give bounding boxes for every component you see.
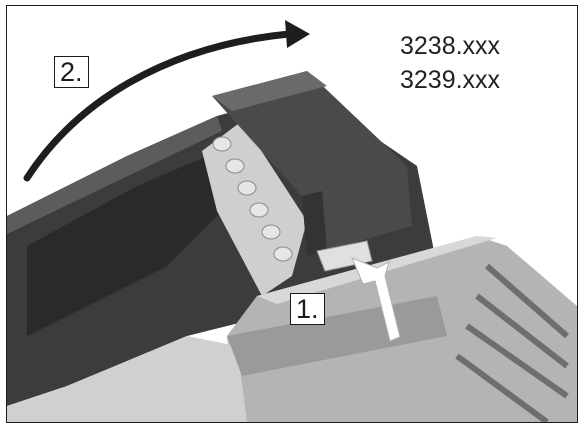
grille-slats [455, 263, 569, 422]
push-arrow [351, 257, 401, 342]
housing-rim [7, 116, 222, 234]
figure-frame: 2. 1. 3238.xxx 3239.xxx [6, 5, 578, 423]
plug-block [212, 71, 412, 256]
part-number-1: 3238.xxx [400, 32, 501, 60]
plug-side [302, 191, 327, 256]
part-number-2: 3239.xxx [400, 66, 501, 94]
rotation-arrow [23, 30, 293, 182]
lower-frame [7, 336, 247, 422]
step-2-label: 2. [54, 56, 89, 88]
plug-top [212, 71, 327, 111]
rotation-arrow-head [285, 20, 310, 48]
connector-illustration [7, 20, 577, 422]
step-1-label: 1. [290, 293, 325, 325]
contact-screws [212, 136, 293, 262]
housing-inner [27, 156, 222, 336]
